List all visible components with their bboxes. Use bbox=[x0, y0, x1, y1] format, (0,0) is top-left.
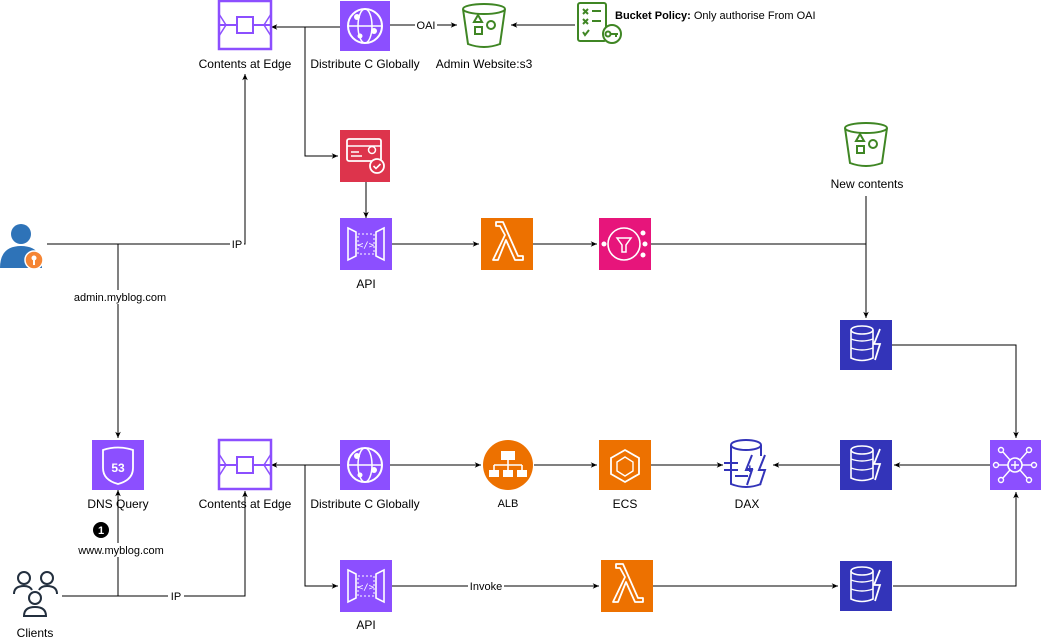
appsync[interactable] bbox=[990, 440, 1041, 490]
ecs-label: ECS bbox=[613, 497, 638, 511]
dax-label: DAX bbox=[735, 497, 760, 511]
ip-bottom-label: IP bbox=[171, 591, 181, 603]
bucket-policy-label-rest: Only authorise From OAI bbox=[691, 10, 816, 22]
bucket-policy[interactable]: Bucket Policy: Only authorise From OAI bbox=[577, 2, 816, 44]
bucket-policy-icon bbox=[577, 2, 622, 44]
edge-admin-ip-to-edge-top bbox=[47, 74, 248, 245]
api-gateway-top[interactable]: </> API bbox=[340, 218, 392, 291]
dynamodb-mid[interactable] bbox=[840, 320, 892, 370]
cloudfront-icon bbox=[340, 1, 390, 51]
s3-bucket-icon bbox=[844, 122, 888, 167]
bucket-policy-label: Bucket Policy: Only authorise From OAI bbox=[615, 10, 816, 22]
admin-user-icon bbox=[0, 224, 44, 270]
dynamodb-lower[interactable] bbox=[840, 561, 892, 611]
svg-text:</>: </> bbox=[358, 241, 375, 251]
step-one-number: 1 bbox=[98, 525, 104, 537]
edge-location-bottom[interactable]: Contents at Edge bbox=[199, 438, 292, 511]
api-gateway-bottom-label: API bbox=[356, 618, 375, 632]
clients[interactable]: Clients bbox=[13, 571, 58, 640]
api-gateway-bottom[interactable]: </> API bbox=[340, 560, 392, 632]
cloudfront-top-label: Distribute C Globally bbox=[310, 57, 419, 71]
ip-top-label: IP bbox=[232, 239, 242, 251]
dax[interactable]: + DAX bbox=[724, 439, 767, 511]
edge-location-icon bbox=[217, 0, 273, 51]
ecs-icon bbox=[599, 440, 651, 490]
step-one-badge bbox=[93, 522, 109, 538]
svg-text:</>: </> bbox=[358, 583, 375, 593]
invoke-label: Invoke bbox=[470, 581, 502, 593]
appsync-icon bbox=[990, 440, 1041, 490]
api-gateway-icon: </> bbox=[340, 560, 392, 612]
edge-location-top[interactable]: Contents at Edge bbox=[199, 0, 292, 71]
cloudfront-top[interactable]: Distribute C Globally bbox=[310, 1, 420, 71]
dax-icon: + bbox=[724, 439, 767, 488]
edge-ddb-lower-to-appsync bbox=[893, 492, 1019, 587]
s3-bucket-icon bbox=[462, 3, 506, 48]
oai-label: OAI bbox=[417, 20, 436, 32]
s3-new-bucket[interactable]: New contents bbox=[831, 122, 904, 191]
connectors bbox=[47, 22, 1019, 597]
dynamodb-icon bbox=[840, 440, 892, 490]
dynamodb-icon bbox=[840, 561, 892, 611]
edge-clients-ip-to-edge-bottom bbox=[62, 491, 248, 597]
sns[interactable] bbox=[599, 218, 651, 270]
www-domain-label: www.myblog.com bbox=[77, 545, 164, 557]
lambda-icon bbox=[601, 560, 653, 612]
dynamodb-bottom[interactable] bbox=[840, 440, 892, 490]
api-gateway-icon: </> bbox=[340, 218, 392, 270]
edge-cf-bottom-to-api-bottom bbox=[304, 465, 338, 589]
alb-label: ALB bbox=[498, 498, 519, 510]
ecs[interactable]: ECS bbox=[599, 440, 651, 511]
sns-icon bbox=[599, 218, 651, 270]
edge-location-top-label: Contents at Edge bbox=[199, 57, 292, 71]
admin-domain-label: admin.myblog.com bbox=[74, 292, 166, 304]
lambda-icon bbox=[481, 218, 533, 270]
s3-new-label: New contents bbox=[831, 177, 904, 191]
svg-text:53: 53 bbox=[111, 461, 125, 475]
edge-cf-top-to-cognito bbox=[304, 27, 338, 159]
edge-ddb-mid-to-appsync bbox=[892, 344, 1019, 438]
edge-location-icon bbox=[217, 438, 273, 491]
admin-user[interactable] bbox=[0, 224, 44, 270]
edge-labels: OAI IP admin.myblog.com www.myblog.com I… bbox=[70, 18, 504, 603]
edge-location-bottom-label: Contents at Edge bbox=[199, 497, 292, 511]
s3-admin-label: Admin Website:s3 bbox=[436, 57, 533, 71]
alb[interactable]: ALB bbox=[483, 440, 533, 510]
api-gateway-top-label: API bbox=[356, 277, 375, 291]
lambda-top[interactable] bbox=[481, 218, 533, 270]
cognito-icon bbox=[340, 130, 390, 182]
bucket-policy-label-bold: Bucket Policy: bbox=[615, 10, 691, 22]
cloudfront-icon bbox=[340, 440, 390, 490]
lambda-bottom[interactable] bbox=[601, 560, 653, 612]
route53[interactable]: 53 DNS Query bbox=[87, 440, 149, 511]
cognito[interactable] bbox=[340, 130, 390, 182]
clients-label: Clients bbox=[17, 626, 54, 640]
cloudfront-bottom-label: Distribute C Globally bbox=[310, 497, 419, 511]
s3-admin-bucket[interactable]: Admin Website:s3 bbox=[436, 3, 533, 71]
cloudfront-bottom[interactable]: Distribute C Globally bbox=[310, 440, 420, 511]
route53-label: DNS Query bbox=[87, 497, 148, 511]
alb-icon bbox=[483, 440, 533, 490]
clients-icon bbox=[13, 571, 58, 617]
dynamodb-icon bbox=[840, 320, 892, 370]
svg-text:+: + bbox=[746, 461, 754, 476]
route53-icon: 53 bbox=[92, 440, 144, 490]
